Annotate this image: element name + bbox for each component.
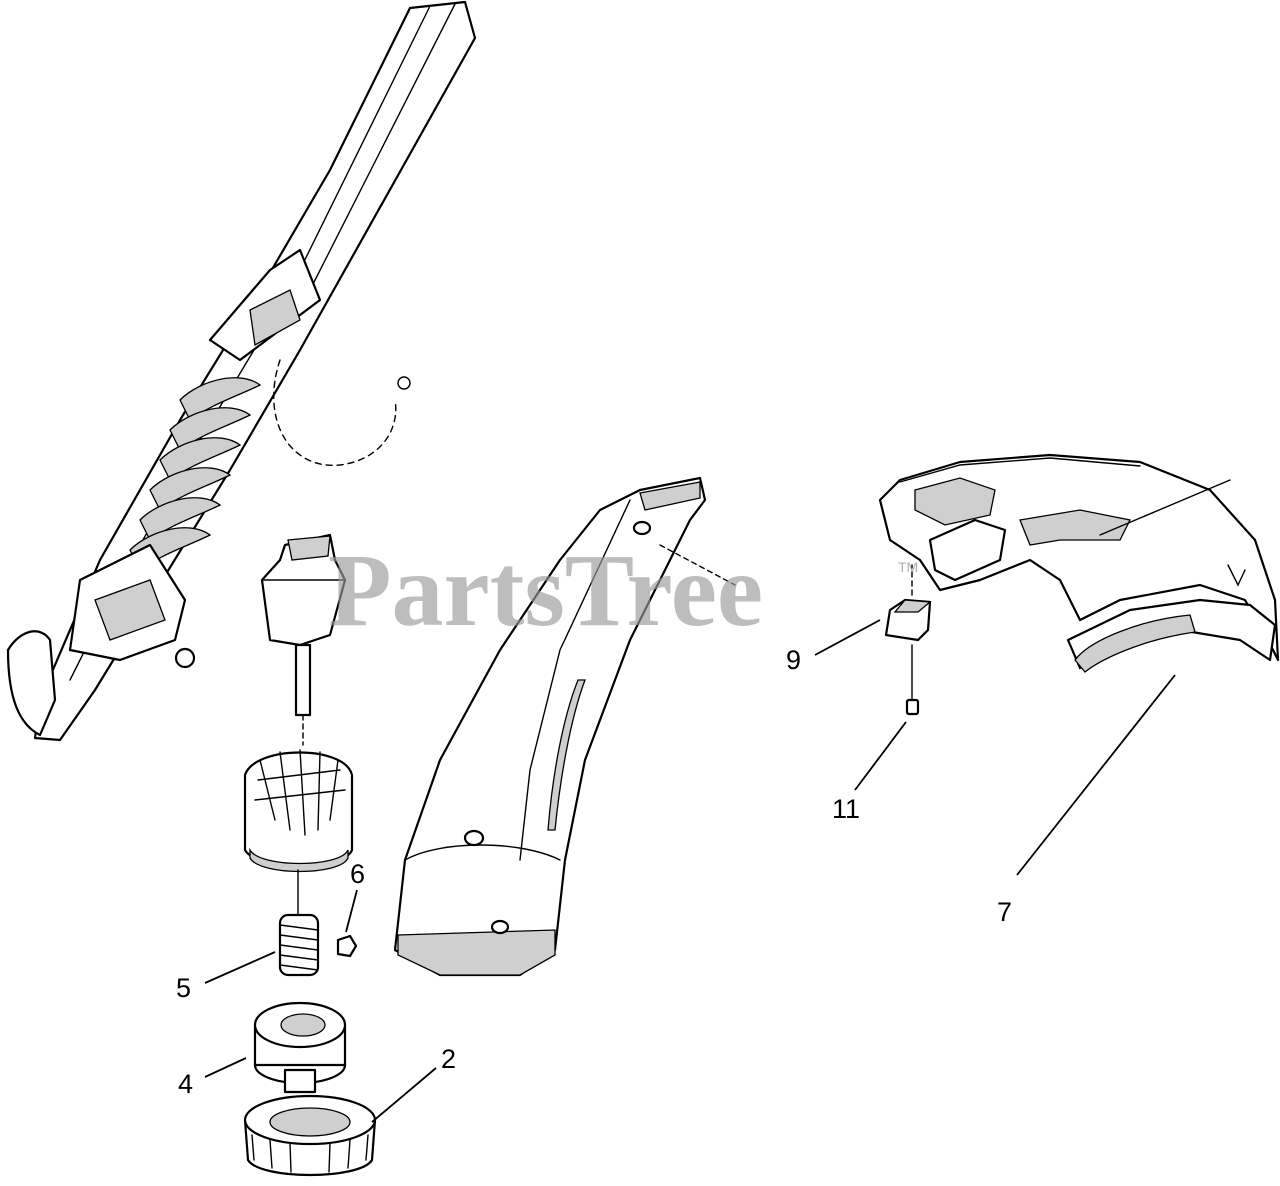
shaft-housing xyxy=(6,0,477,742)
lower-housing xyxy=(393,476,736,977)
nut xyxy=(336,934,358,958)
watermark-trademark: TM xyxy=(898,559,918,575)
leader-2 xyxy=(371,1067,437,1123)
spool xyxy=(253,1001,347,1094)
callout-9: 9 xyxy=(786,645,801,675)
clip xyxy=(884,564,932,642)
callout-6: 6 xyxy=(350,859,365,889)
watermark-text: PartsTree xyxy=(328,533,763,648)
spring xyxy=(278,913,320,977)
motor-armature xyxy=(260,533,347,717)
callout-7: 7 xyxy=(997,897,1012,927)
leader-9 xyxy=(814,619,881,656)
housing-ribs xyxy=(129,377,262,571)
callout-5: 5 xyxy=(176,973,191,1003)
leader-5 xyxy=(204,951,276,984)
callout-11: 11 xyxy=(832,794,860,824)
leader-6 xyxy=(345,889,358,933)
leader-11 xyxy=(854,721,907,791)
cooling-fan xyxy=(243,749,354,873)
callout-2: 2 xyxy=(441,1044,456,1074)
callout-4: 4 xyxy=(178,1069,193,1099)
leader-7 xyxy=(1016,674,1176,876)
leader-4 xyxy=(204,1057,247,1078)
bump-knob xyxy=(243,1094,377,1177)
guard xyxy=(878,453,1280,673)
screw xyxy=(905,644,920,716)
leader-lines xyxy=(204,619,1176,1123)
callout-labels: 2 4 5 6 7 9 11 xyxy=(176,645,1012,1099)
